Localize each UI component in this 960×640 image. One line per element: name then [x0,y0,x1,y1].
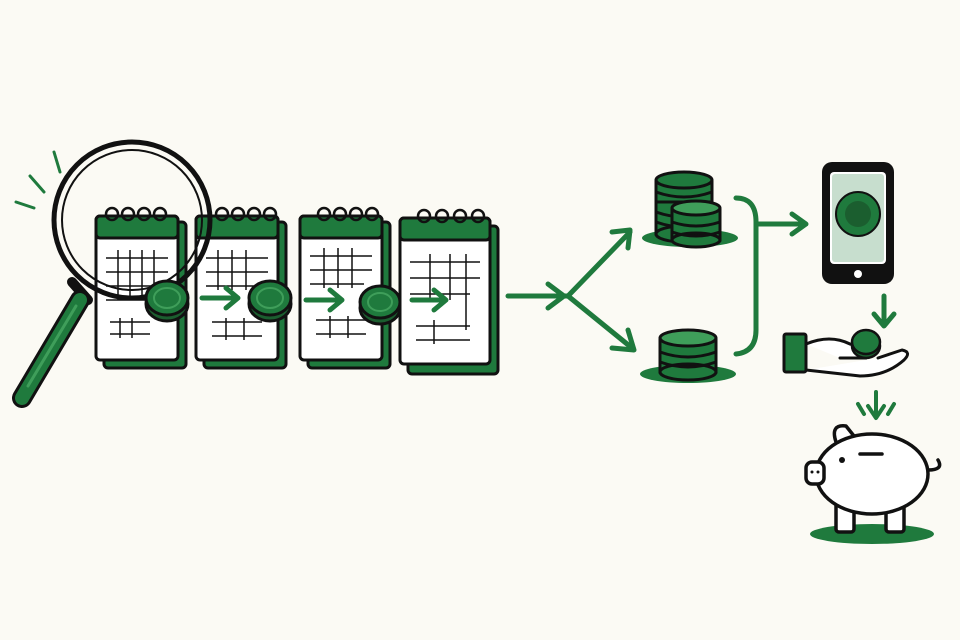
calendar-icon [398,208,500,376]
calendar-icon [298,206,392,370]
arrow-right-icon [409,287,449,313]
coin-icon [144,279,190,323]
arrow-down-icon [856,390,896,420]
calendar-icon [194,206,288,370]
hand-with-coin-icon [782,328,909,378]
coin-stack-icon [642,170,738,249]
magnifying-glass-icon [12,139,213,408]
merge-arrow-icon [733,195,809,357]
arrow-right-icon [199,285,241,311]
arrow-right-icon [303,287,345,313]
split-arrow-icon [505,227,637,353]
arrow-down-icon [871,293,897,329]
coin-stack-icon [640,328,736,383]
smartphone-icon [822,162,894,284]
piggy-bank-icon [804,424,942,544]
coin-icon [247,279,293,323]
coin-icon [358,284,402,326]
